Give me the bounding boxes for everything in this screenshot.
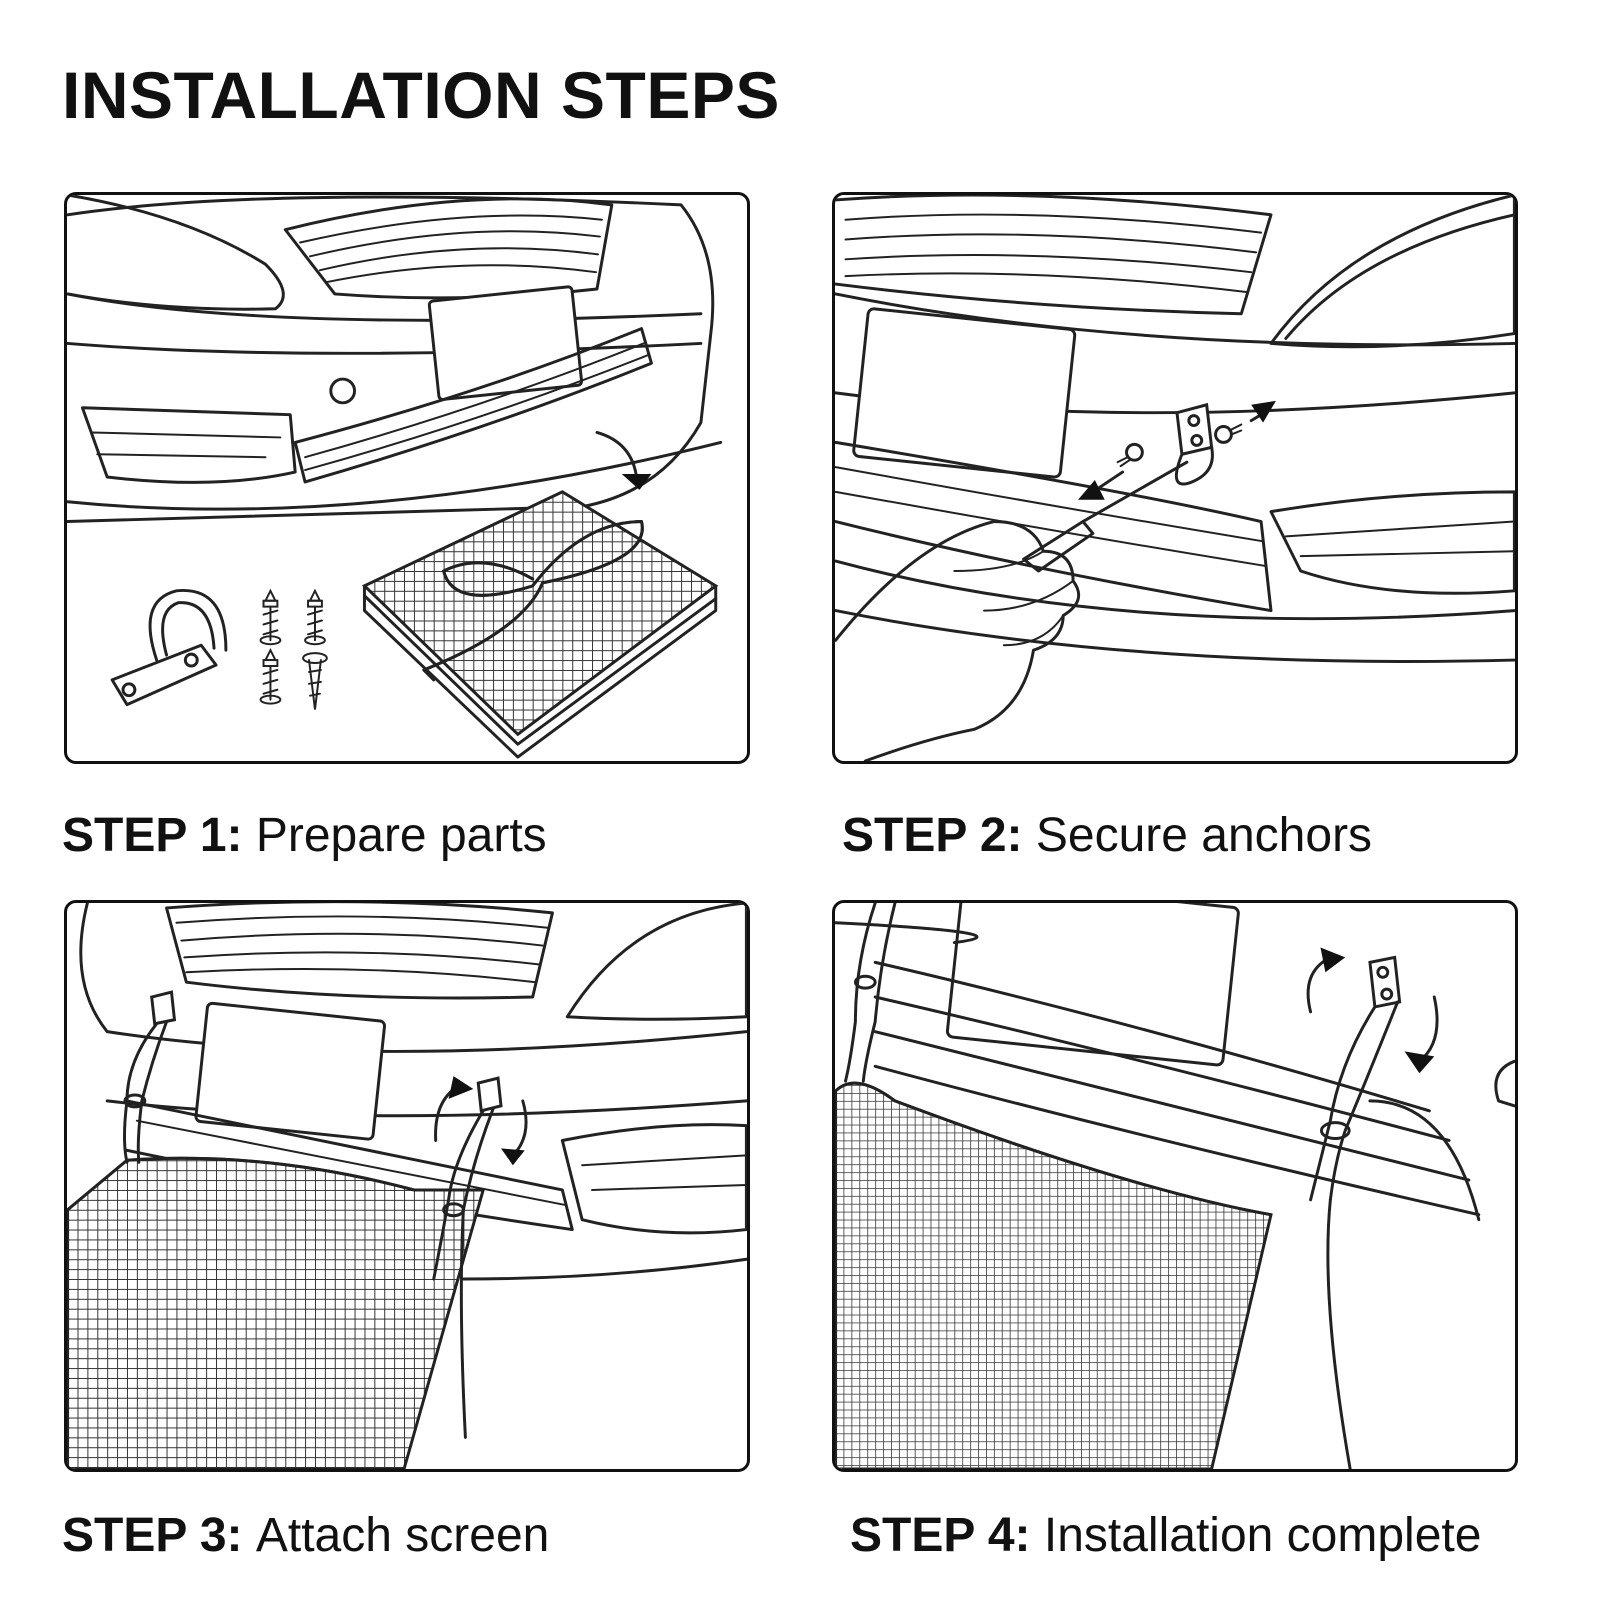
step-1-illustration bbox=[64, 192, 750, 764]
step-2-illustration bbox=[832, 192, 1518, 764]
step-4-illustration bbox=[832, 900, 1518, 1472]
step-4-text: Installation complete bbox=[1043, 1509, 1482, 1562]
step-3-label: STEP 3: bbox=[62, 1509, 243, 1562]
step-2-caption: STEP 2:Secure anchors bbox=[842, 812, 1372, 860]
step-3-text: Attach screen bbox=[255, 1509, 550, 1562]
step-4-caption: STEP 4:Installation complete bbox=[850, 1512, 1481, 1560]
step-3-illustration bbox=[64, 900, 750, 1472]
page-title: INSTALLATION STEPS bbox=[62, 58, 780, 132]
step-1-label: STEP 1: bbox=[62, 809, 243, 862]
step-4-label: STEP 4: bbox=[850, 1509, 1031, 1562]
step-1-caption: STEP 1:Prepare parts bbox=[62, 812, 547, 860]
step-3-caption: STEP 3:Attach screen bbox=[62, 1512, 549, 1560]
step-1-text: Prepare parts bbox=[255, 809, 547, 862]
step-2-label: STEP 2: bbox=[842, 809, 1023, 862]
step-2-text: Secure anchors bbox=[1035, 809, 1373, 862]
